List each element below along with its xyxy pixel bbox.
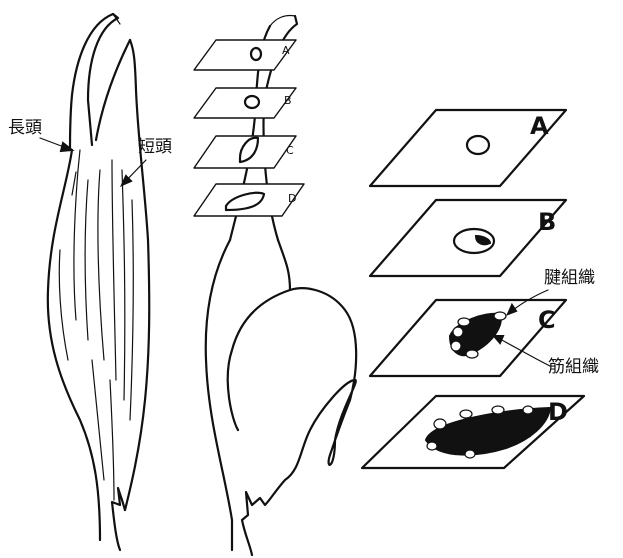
- tendon-tissue-label: 腱組織: [544, 268, 595, 288]
- svg-text:C: C: [286, 144, 294, 157]
- muscle-inner-curve: [228, 290, 290, 430]
- long-head-label: 長頭: [8, 118, 42, 138]
- section-d-label: D: [548, 398, 568, 426]
- muscle-belly-left-contour: [48, 150, 100, 540]
- svg-text:D: D: [288, 192, 296, 205]
- section-c-large: C: [370, 300, 566, 376]
- sectioned-muscle-drawing: A B C D: [194, 15, 356, 555]
- section-b-label: B: [538, 208, 556, 236]
- svg-text:A: A: [282, 44, 290, 57]
- section-plane-a-small: A: [194, 40, 296, 70]
- section-a-label: A: [530, 112, 549, 140]
- section-c-label: C: [538, 306, 556, 334]
- section-b-large: B: [370, 200, 566, 276]
- short-head-edge: [125, 40, 149, 510]
- section-a-large: A: [370, 110, 566, 186]
- muscle-tissue-label: 筋組織: [548, 357, 599, 377]
- biceps-muscle-drawing: [48, 14, 149, 550]
- short-head-outline: [96, 40, 130, 140]
- svg-text:B: B: [284, 94, 292, 107]
- section-plane-d-small: D: [194, 184, 304, 216]
- sectioned-muscle-right: [242, 240, 356, 555]
- muscle-fiber-lines: [59, 150, 133, 500]
- section-d-large: D: [362, 396, 584, 468]
- section-plane-c-small: C: [194, 136, 296, 168]
- section-plane-b-small: B: [194, 88, 296, 118]
- short-head-label: 短頭: [138, 137, 172, 157]
- tendon-cap: [270, 15, 295, 26]
